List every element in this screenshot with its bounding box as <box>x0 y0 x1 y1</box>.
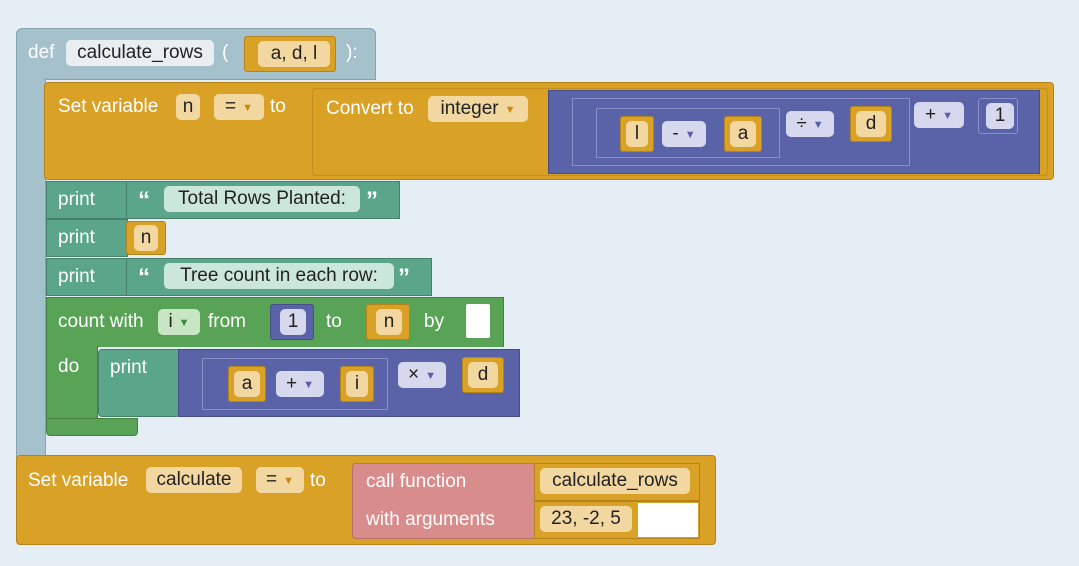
from-label: from <box>208 311 246 332</box>
loop-var-label: i <box>168 311 173 332</box>
def-close: ): <box>346 42 358 63</box>
chevron-down-icon: ▼ <box>942 110 953 122</box>
times-op-dropdown[interactable]: ×▼ <box>398 362 446 388</box>
function-name-field[interactable]: calculate_rows <box>66 40 214 66</box>
text-field-1[interactable]: Total Rows Planted: <box>164 186 360 212</box>
open-quote-icon: “ <box>138 187 150 214</box>
assign-op-label-2: = <box>266 469 278 490</box>
chevron-down-icon: ▼ <box>283 475 294 487</box>
by-empty-slot[interactable] <box>466 304 490 338</box>
var-n-field[interactable]: n <box>134 225 158 251</box>
call-function-block[interactable] <box>352 463 536 539</box>
minus-op-label: - <box>672 123 679 144</box>
def-block-spine <box>16 78 46 458</box>
minus-op-dropdown[interactable]: -▼ <box>662 121 706 147</box>
to-var-field[interactable]: n <box>376 309 402 335</box>
assign-op-label: = <box>225 96 237 117</box>
do-label: do <box>58 356 80 377</box>
var-i-field[interactable]: i <box>346 371 368 397</box>
def-keyword: def <box>28 42 55 63</box>
chevron-down-icon: ▼ <box>303 379 314 391</box>
count-with-footer <box>46 418 138 436</box>
arguments-field[interactable]: 23, -2, 5 <box>540 506 632 532</box>
to-label-2: to <box>310 470 326 491</box>
def-open-paren: ( <box>222 42 229 63</box>
print-block-2[interactable] <box>46 219 128 257</box>
close-quote-icon: ” <box>398 264 410 291</box>
chevron-down-icon: ▼ <box>425 370 436 382</box>
print-label-3: print <box>58 266 95 287</box>
chevron-down-icon: ▼ <box>684 129 696 141</box>
plus-op-dropdown[interactable]: +▼ <box>914 102 964 128</box>
convert-label: Convert to <box>326 98 414 119</box>
variable-n-field[interactable]: n <box>176 94 200 120</box>
var-l-field[interactable]: l <box>626 121 648 147</box>
print-label-1: print <box>58 189 95 210</box>
print-label-inner: print <box>110 357 147 378</box>
divide-op-dropdown[interactable]: ÷▼ <box>786 111 834 137</box>
chevron-down-icon: ▼ <box>242 102 253 114</box>
print-label-2: print <box>58 227 95 248</box>
loop-var-dropdown[interactable]: i▼ <box>158 309 200 335</box>
convert-type-label: integer <box>440 98 499 119</box>
print-block-3[interactable] <box>46 258 128 296</box>
chevron-down-icon: ▼ <box>504 104 516 116</box>
math-add-block <box>202 358 388 410</box>
math-divide-block <box>572 98 910 166</box>
close-quote-icon: ” <box>366 187 378 214</box>
var-a-field[interactable]: a <box>730 121 756 147</box>
plus-op-dropdown-loop[interactable]: +▼ <box>276 371 324 397</box>
variable-calculate-field[interactable]: calculate <box>146 467 242 493</box>
assign-op-dropdown[interactable]: =▼ <box>214 94 264 120</box>
open-quote-icon: “ <box>138 264 150 291</box>
math-minus-block <box>596 108 780 158</box>
with-arguments-label: with arguments <box>366 509 495 530</box>
assign-op-dropdown-2[interactable]: =▼ <box>256 467 304 493</box>
to-label: to <box>270 96 286 117</box>
chevron-down-icon: ▼ <box>178 317 190 329</box>
arguments-empty-slot[interactable] <box>638 503 698 537</box>
number-1-field[interactable]: 1 <box>986 103 1014 129</box>
set-variable-label-2: Set variable <box>28 470 129 491</box>
plus-op-label-loop: + <box>286 373 298 394</box>
count-with-spine <box>46 346 98 422</box>
count-with-label: count with <box>58 311 144 332</box>
plus-op-label: + <box>925 104 937 125</box>
text-field-3[interactable]: Tree count in each row: <box>164 263 394 289</box>
params-field[interactable]: a, d, l <box>258 41 330 67</box>
convert-type-dropdown[interactable]: integer ▼ <box>428 96 528 122</box>
call-function-label: call function <box>366 471 467 492</box>
from-number-field[interactable]: 1 <box>280 309 306 335</box>
divide-op-label: ÷ <box>796 113 807 134</box>
by-label: by <box>424 311 445 332</box>
to-label-loop: to <box>326 311 342 332</box>
set-variable-label: Set variable <box>58 96 159 117</box>
var-a-field-loop[interactable]: a <box>234 371 260 397</box>
times-op-label: × <box>408 364 420 385</box>
chevron-down-icon: ▼ <box>812 119 824 131</box>
function-name-value[interactable]: calculate_rows <box>540 468 690 494</box>
print-block-1[interactable] <box>46 181 128 219</box>
var-d-field[interactable]: d <box>856 111 886 137</box>
var-d-field-loop[interactable]: d <box>468 362 498 388</box>
